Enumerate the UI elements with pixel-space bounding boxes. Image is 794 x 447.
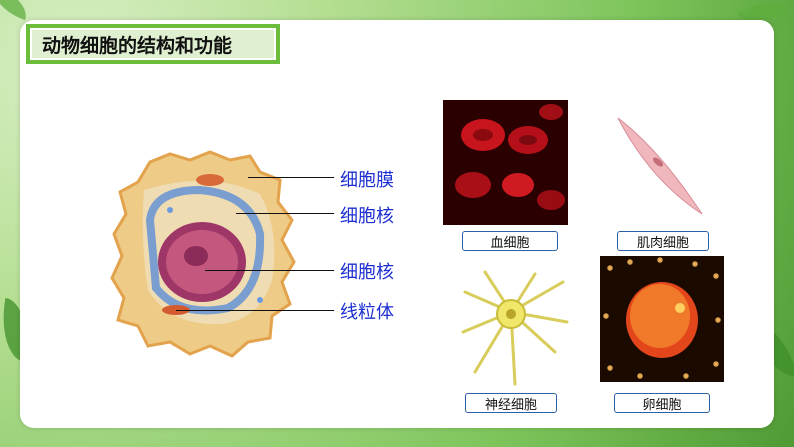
label-nucleus: 细胞核 <box>340 206 394 227</box>
label-cell-membrane: 细胞膜 <box>340 170 394 191</box>
egg-cell-image <box>600 256 724 382</box>
caption-nerve-cell: 神经细胞 <box>465 393 557 413</box>
animal-cell-diagram <box>110 150 296 358</box>
pointer-line <box>248 177 334 178</box>
caption-muscle-cell: 肌肉细胞 <box>617 231 709 251</box>
nerve-cell-image <box>461 270 569 386</box>
page-title: 动物细胞的结构和功能 <box>30 28 276 60</box>
caption-egg-cell: 卵细胞 <box>614 393 710 413</box>
endoplasmic-reticulum-shape <box>145 185 265 315</box>
pointer-line <box>236 213 334 214</box>
title-banner: 动物细胞的结构和功能 <box>26 24 280 64</box>
muscle-cell-image <box>617 117 703 215</box>
pointer-line <box>176 310 334 311</box>
label-mitochondria: 线粒体 <box>340 302 394 323</box>
caption-red-blood-cell: 血细胞 <box>462 231 558 251</box>
pointer-line <box>205 270 334 271</box>
label-nucleus: 细胞核 <box>340 262 394 283</box>
red-blood-cell-image <box>443 100 568 225</box>
